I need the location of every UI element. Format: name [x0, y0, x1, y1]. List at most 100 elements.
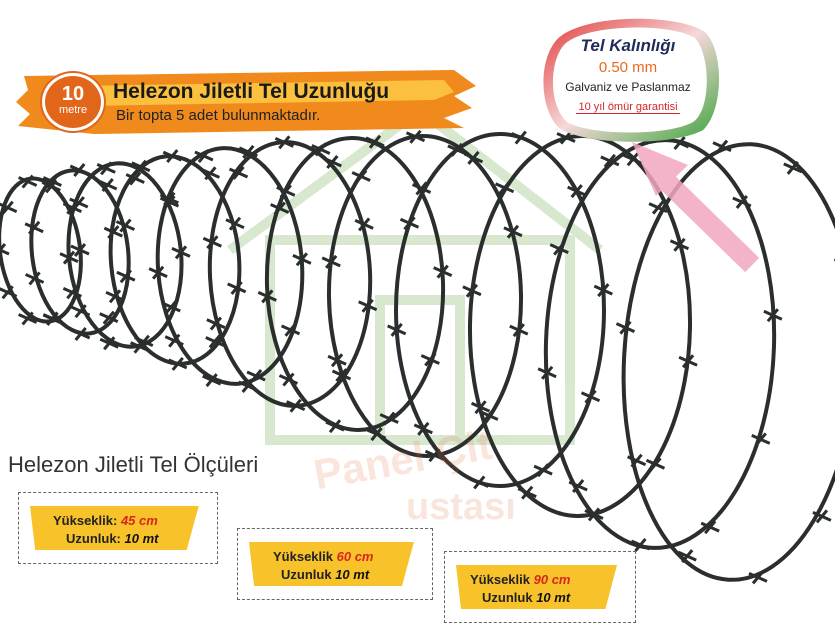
razor-barb — [162, 149, 182, 164]
razor-barb — [783, 160, 803, 175]
coil-loop — [394, 132, 606, 488]
razor-barb — [206, 316, 226, 331]
warranty-text: 10 yıl ömür garantisi — [535, 101, 721, 114]
razor-barb — [59, 250, 79, 265]
razor-barb — [18, 174, 38, 189]
razor-barb — [321, 254, 341, 269]
razor-barb — [626, 453, 647, 468]
card-height-label: Yükseklik — [470, 572, 530, 587]
card-frame — [237, 528, 433, 600]
card-length-value: 10 mt — [536, 590, 571, 605]
razor-barb — [732, 195, 752, 209]
razor-barb — [96, 161, 116, 176]
razor-barb — [42, 312, 62, 326]
size-card-90: Yükseklik 90 cm Uzunluk 10 mt — [444, 551, 636, 623]
razor-barb — [503, 224, 523, 239]
razor-barb — [70, 243, 90, 257]
razor-barb — [98, 178, 118, 192]
coil-loop — [66, 161, 184, 349]
coil-loop — [29, 168, 131, 336]
razor-barb — [623, 152, 643, 167]
razor-barb — [202, 373, 222, 388]
razor-barb — [325, 419, 345, 434]
card-length-row: Uzunluk: 10 mt — [66, 531, 158, 546]
razor-barb — [194, 149, 214, 163]
razor-barb — [292, 252, 312, 267]
razor-barb — [202, 235, 222, 250]
razor-barb — [469, 475, 489, 490]
card-length-label: Uzunluk — [281, 567, 332, 582]
razor-barb — [105, 289, 125, 304]
razor-barb — [669, 237, 690, 252]
razor-barb — [148, 265, 168, 280]
razor-barb — [567, 184, 587, 199]
razor-barb — [280, 322, 301, 337]
razor-barb — [556, 130, 576, 145]
razor-barb — [712, 139, 732, 154]
razor-barb — [511, 130, 531, 145]
card-length-label: Uzunluk — [482, 590, 533, 605]
razor-barb — [763, 308, 783, 323]
razor-barb — [116, 269, 136, 284]
razor-barb — [700, 520, 720, 535]
razor-barb — [379, 411, 399, 426]
card-background — [30, 506, 199, 550]
razor-barb — [225, 216, 245, 231]
razor-barb — [463, 150, 484, 165]
razor-barb — [751, 432, 771, 447]
thickness-title: Tel Kalınlığı — [580, 36, 676, 55]
razor-barb — [420, 352, 440, 367]
razor-barb — [0, 243, 10, 256]
card-height-row: Yükseklik 90 cm — [470, 572, 571, 587]
razor-barb — [537, 365, 557, 380]
razor-barb — [399, 216, 420, 231]
badge-unit: metre — [58, 104, 88, 116]
razor-barb — [41, 179, 61, 194]
razor-barb — [24, 220, 44, 235]
material-text: Galvaniz ve Paslanmaz — [565, 80, 691, 94]
arrow-icon — [632, 142, 760, 273]
razor-barb — [24, 271, 45, 286]
razor-barb — [71, 327, 91, 341]
banner-subtitle: Bir topta 5 adet bulunmaktadır. — [116, 107, 321, 124]
razor-barb — [130, 339, 150, 354]
razor-barb — [274, 135, 294, 150]
razor-barb — [413, 421, 433, 436]
razor-barb — [580, 389, 601, 404]
razor-barb — [18, 311, 38, 326]
razor-barb — [433, 264, 453, 279]
razor-barb — [354, 217, 374, 232]
card-background — [456, 565, 618, 609]
card-height-label: Yükseklik: — [53, 513, 118, 528]
razor-barb — [549, 241, 569, 256]
razor-barb — [405, 129, 426, 144]
razor-barb — [69, 196, 89, 211]
razor-barb — [358, 298, 378, 313]
coil-loop — [264, 136, 446, 432]
razor-barb — [678, 354, 698, 369]
razor-barb — [615, 320, 636, 335]
razor-barb — [630, 538, 651, 552]
razor-barb — [0, 285, 18, 300]
razor-barb — [648, 200, 668, 215]
card-length-label: Uzunluk: — [66, 531, 121, 546]
size-card-45: Yükseklik: 45 cm Uzunluk: 10 mt — [18, 492, 218, 564]
card-height-value: 45 cm — [120, 513, 158, 528]
razor-barb — [168, 356, 188, 371]
thickness-value: 0.50 mm — [598, 59, 658, 76]
razor-barb — [470, 400, 491, 415]
watermark-text-2: ustası — [406, 486, 516, 528]
razor-barb — [600, 153, 620, 168]
card-height-value: 90 cm — [533, 572, 571, 587]
razor-barb — [99, 310, 119, 325]
coil-loop — [326, 134, 524, 458]
banner-title: Helezon Jiletli Tel Uzunluğu — [113, 80, 390, 103]
banner-brush — [16, 70, 476, 134]
razor-barb — [125, 171, 145, 186]
razor-barb — [517, 485, 537, 500]
card-length-value: 10 mt — [335, 567, 370, 582]
sizes-title: Helezon Jiletli Tel Ölçüleri — [8, 452, 259, 477]
card-length-value: 10 mt — [124, 531, 159, 546]
razor-barb — [103, 225, 123, 240]
